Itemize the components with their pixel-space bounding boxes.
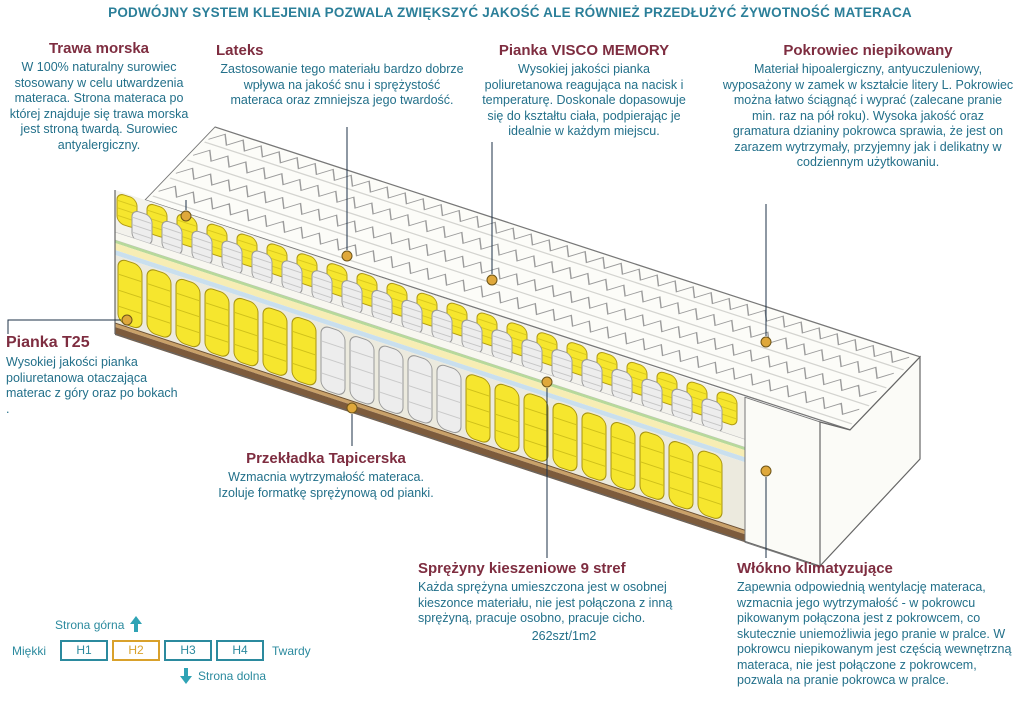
callout-title: Trawa morska — [48, 40, 150, 57]
callout-marker — [760, 465, 772, 477]
hardness-segment-h4: H4 — [216, 640, 264, 661]
callout-pokrowiec-niepikowany: Pokrowiec niepikowany Materiał hipoalerg… — [722, 42, 1014, 171]
callout-title: Pokrowiec niepikowany — [783, 42, 953, 59]
callout-trawa-morska: Trawa morska W 100% naturalny surowiec s… — [8, 40, 190, 153]
callout-marker — [346, 402, 358, 414]
callout-wlokno-klimatyzujace: Włókno klimatyzujące Zapewnia odpowiedni… — [737, 560, 1014, 689]
bottom-side-row: Strona dolna — [180, 667, 311, 684]
callout-sprezyny-kieszeniowe: Sprężyny kieszeniowe 9 stref Każda spręż… — [418, 560, 710, 644]
arrow-up-icon — [130, 616, 143, 633]
callout-body: Wzmacnia wytrzymałość materaca. Izoluje … — [218, 470, 434, 500]
hardness-segment-h1: H1 — [60, 640, 108, 661]
callout-marker — [121, 314, 133, 326]
hardness-segment-h2: H2 — [112, 640, 160, 661]
bottom-side-label: Strona dolna — [198, 668, 267, 683]
callout-marker — [341, 250, 353, 262]
callout-title: Lateks — [216, 42, 264, 59]
callout-body: Zastosowanie tego materiału bardzo dobrz… — [220, 62, 464, 107]
callout-marker — [760, 336, 772, 348]
callout-body: W 100% naturalny surowiec stosowany w ce… — [9, 60, 189, 152]
hardness-segment-h3: H3 — [164, 640, 212, 661]
top-side-row: Strona górna — [55, 616, 311, 633]
callout-title: Przekładka Tapicerska — [246, 450, 406, 467]
hardness-scale: Strona górna Miękki H1 H2 H3 H4 Twardy S… — [12, 616, 311, 684]
soft-label: Miękki — [12, 643, 47, 658]
callout-pianka-t25: Pianka T25 Wysokiej jakości pianka poliu… — [6, 334, 178, 417]
callout-title: Sprężyny kieszeniowe 9 stref — [418, 560, 626, 577]
callout-body: Materiał hipoalergiczny, antyuczuleniowy… — [722, 62, 1014, 169]
hardness-row: Miękki H1 H2 H3 H4 Twardy — [12, 640, 311, 661]
callout-body: Wysokiej jakości pianka poliuretanowa re… — [482, 62, 686, 138]
callout-lateks: Lateks Zastosowanie tego materiału bardz… — [216, 42, 468, 109]
callout-pianka-visco-memory: Pianka VISCO MEMORY Wysokiej jakości pia… — [478, 42, 690, 140]
callout-marker — [180, 210, 192, 222]
top-side-label: Strona górna — [55, 617, 125, 632]
callout-przekladka-tapicerska: Przekładka Tapicerska Wzmacnia wytrzymał… — [206, 450, 446, 501]
callout-body: Zapewnia odpowiednią wentylację materaca… — [737, 580, 1012, 687]
spring-count-value: 262szt/1m2 — [531, 628, 597, 643]
callout-title: Pianka T25 — [6, 334, 90, 351]
page-header: PODWÓJNY SYSTEM KLEJENIA POZWALA ZWIĘKSZ… — [108, 5, 912, 20]
callout-title: Włókno klimatyzujące — [737, 560, 893, 577]
arrow-down-icon — [180, 667, 192, 684]
callout-marker — [541, 376, 553, 388]
hard-label: Twardy — [272, 643, 311, 658]
callout-title: Pianka VISCO MEMORY — [498, 42, 670, 59]
callout-body: Wysokiej jakości pianka poliuretanowa ot… — [6, 355, 178, 416]
callout-marker — [486, 274, 498, 286]
callout-body: Każda sprężyna umieszczona jest w osobne… — [418, 580, 673, 625]
